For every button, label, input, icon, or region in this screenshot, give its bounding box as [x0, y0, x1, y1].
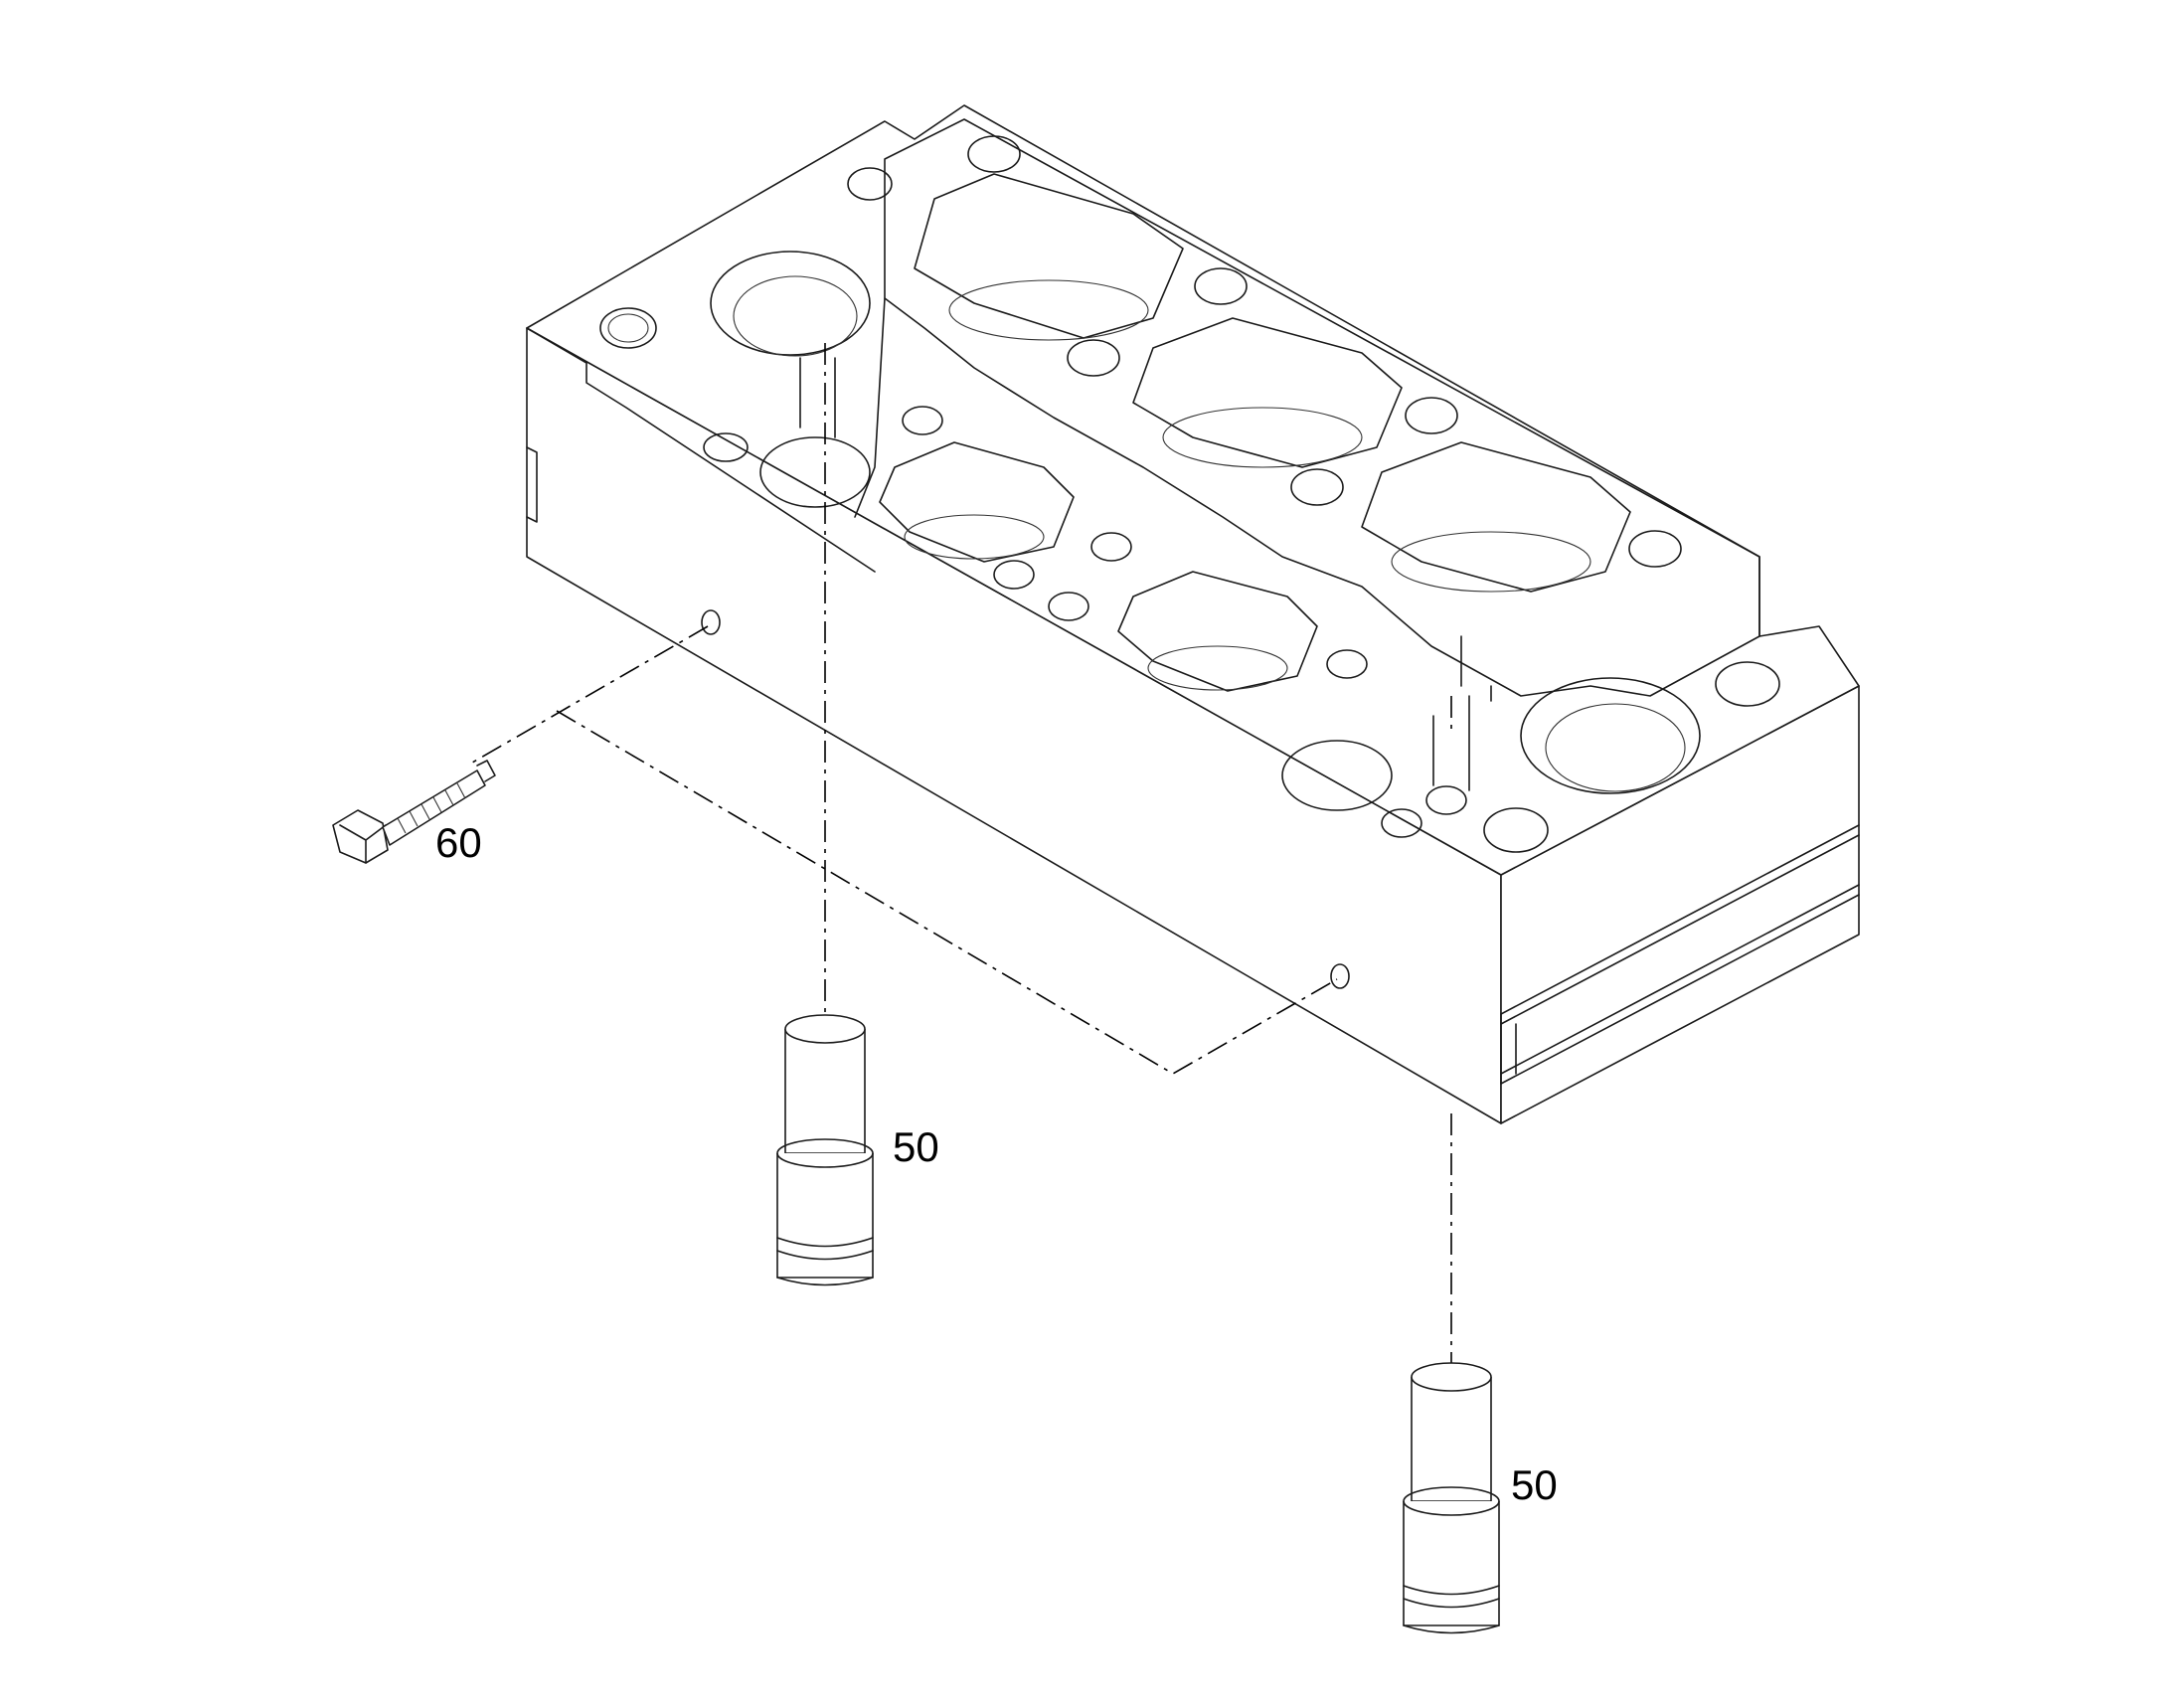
- callout-pin-right: 50: [1511, 1461, 1558, 1508]
- hex-screw: [332, 760, 496, 864]
- dowel-pin-right: [1403, 1362, 1500, 1634]
- callout-screw: 60: [435, 819, 482, 866]
- bolt-holes: [599, 135, 1780, 989]
- hex-pockets-lower: [879, 441, 1318, 692]
- dowel-pin-left: [776, 1014, 874, 1286]
- manifold-block: [526, 104, 1860, 1124]
- large-bores: [710, 251, 1701, 811]
- assembly-center-lines: [466, 343, 1452, 1382]
- hex-pockets-upper: [914, 173, 1631, 593]
- callout-pin-left: 50: [893, 1123, 939, 1170]
